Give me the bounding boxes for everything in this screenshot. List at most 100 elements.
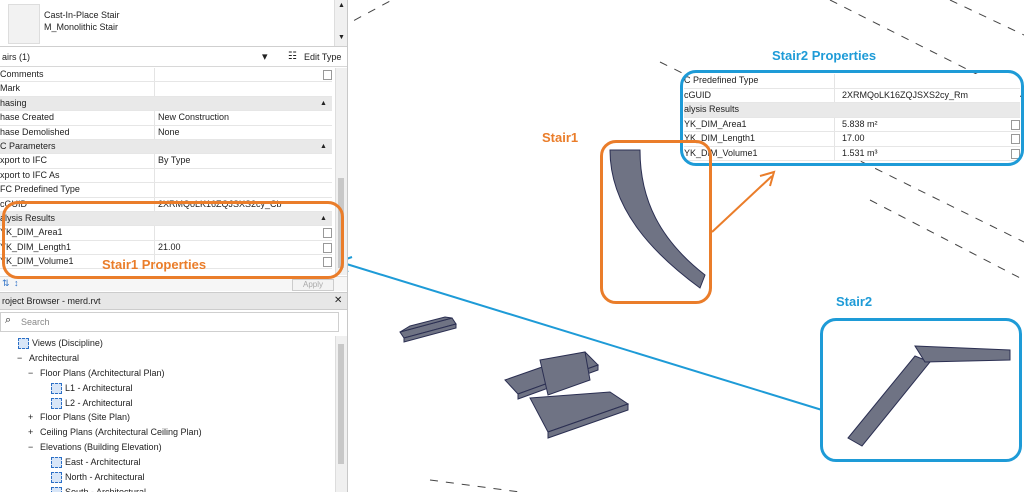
property-label: xport to IFC (0, 154, 155, 168)
scroll-down-icon[interactable]: ▼ (338, 34, 345, 41)
collapse-icon[interactable]: ▲ (320, 142, 327, 150)
expander-icon[interactable]: + (28, 412, 34, 423)
tree-item[interactable]: −Elevations (Building Elevation) (0, 440, 332, 455)
property-value[interactable]: 5.838 m² (842, 118, 878, 129)
arrow-stair1 (711, 170, 776, 233)
scroll-up-icon[interactable]: ▲ (338, 2, 345, 9)
property-row[interactable]: Mark (0, 82, 332, 97)
property-group[interactable]: alysis Results▲ (0, 211, 332, 227)
edit-type-button[interactable]: Edit Type (304, 52, 342, 62)
tree-item[interactable]: Views (Discipline) (0, 336, 332, 351)
tree-label: Floor Plans (Architectural Plan) (40, 367, 165, 378)
group-label: alysis Results (684, 104, 740, 114)
property-label: Mark (0, 82, 155, 96)
property-checkbox[interactable] (1011, 134, 1020, 144)
stair-2[interactable] (847, 345, 1011, 447)
collapse-icon[interactable]: ▲ (320, 99, 327, 107)
sort-icon[interactable]: ⇅ (2, 278, 10, 288)
expander-icon[interactable]: − (28, 367, 34, 378)
property-row[interactable]: YK_DIM_Area1 (0, 226, 332, 241)
tree-item[interactable]: East - Architectural (0, 455, 332, 470)
tree-item[interactable]: −Floor Plans (Architectural Plan) (0, 366, 332, 381)
search-input[interactable]: Search (21, 317, 50, 327)
expander-icon[interactable]: + (28, 427, 34, 438)
type-thumbnail (8, 4, 40, 44)
group-label: hasing (0, 97, 27, 108)
property-group[interactable]: C Parameters ▲ (0, 139, 332, 155)
property-value[interactable]: 21.00 (158, 241, 181, 252)
property-value[interactable]: 17.00 (842, 133, 865, 143)
help-icon[interactable]: ↕ (14, 278, 19, 288)
property-row[interactable]: FC Predefined Type (0, 183, 332, 198)
property-label: YK_DIM_Volume1 (684, 146, 835, 160)
property-checkbox[interactable] (1011, 119, 1020, 130)
type-scrollbar[interactable]: ▲ ▼ (334, 0, 347, 46)
property-value[interactable]: New Construction (158, 112, 230, 123)
instance-filter[interactable]: airs (1) ▾ ☷ Edit Type (0, 48, 347, 67)
collapse-icon[interactable]: ▲ (320, 214, 327, 222)
curved-stair-1[interactable] (609, 149, 706, 289)
apply-button[interactable]: Apply (292, 279, 334, 291)
stair2-properties-callout: Stair2 Properties (772, 48, 877, 63)
close-icon[interactable]: ✕ (334, 295, 343, 306)
stair1-callout: Stair1 (542, 130, 579, 145)
property-label: Comments (0, 68, 155, 82)
tree-item[interactable]: +Floor Plans (Site Plan) (0, 410, 332, 425)
group-label: C Parameters (0, 140, 56, 151)
stair2-callout: Stair2 (836, 294, 873, 309)
property-value[interactable]: None (158, 126, 180, 137)
tree-item[interactable]: North - Architectural (0, 470, 332, 485)
stair2-properties-highlight (680, 70, 1024, 166)
type-selector[interactable]: Cast-In-Place Stair M_Monolithic Stair ▲… (0, 0, 347, 47)
property-value[interactable]: By Type (158, 155, 191, 166)
view-icon (51, 382, 62, 394)
tree-item[interactable]: L1 - Architectural (0, 381, 332, 396)
tree-item[interactable]: +Ceiling Plans (Architectural Ceiling Pl… (0, 425, 332, 440)
expander-icon[interactable]: − (17, 352, 23, 363)
tree-label: Architectural (29, 352, 80, 363)
project-browser-header: roject Browser - merd.rvt ✕ (0, 292, 347, 310)
stair2-highlight (820, 318, 1022, 462)
tree-label: Views (Discipline) (32, 338, 103, 348)
tree-item[interactable]: −Architectural (0, 351, 332, 366)
property-checkbox[interactable] (323, 70, 332, 80)
tree-label: Elevations (Building Elevation) (40, 442, 162, 453)
property-group[interactable]: hasing ▲ (0, 96, 332, 112)
property-row[interactable]: YK_DIM_Volume1 (0, 255, 332, 270)
property-label: C Predefined Type (684, 74, 835, 88)
properties-panel: Cast-In-Place Stair M_Monolithic Stair ▲… (0, 0, 348, 492)
property-checkbox[interactable] (323, 257, 332, 268)
property-value[interactable]: 2XRMQoLK16ZQJSXS2cy_Rm (842, 89, 969, 100)
browser-scroll-thumb[interactable] (338, 344, 344, 464)
project-browser-title: roject Browser - merd.rvt (2, 296, 101, 306)
dropdown-icon[interactable]: ▾ (262, 51, 268, 63)
property-checkbox[interactable] (323, 242, 332, 253)
property-checkbox[interactable] (323, 228, 332, 239)
property-row[interactable]: Comments (0, 68, 332, 83)
property-row[interactable]: xport to IFC As (0, 168, 332, 184)
browser-search[interactable]: ⌕ Search (0, 312, 339, 332)
tree-item[interactable]: South - Architectural (0, 485, 332, 492)
stair1-properties-callout: Stair1 Properties (102, 257, 207, 272)
tree-item[interactable]: L2 - Architectural (0, 396, 332, 411)
property-label: hase Created (0, 111, 155, 125)
stair2-property-group[interactable]: alysis Results (684, 103, 1020, 118)
property-value[interactable]: 1.531 m³ (842, 147, 878, 158)
u-stair[interactable] (504, 351, 630, 439)
tree-label: L1 - Architectural (65, 382, 133, 393)
property-label: YK_DIM_Volume1 (0, 255, 155, 269)
tree-label: North - Architectural (65, 472, 145, 483)
small-stair[interactable] (399, 316, 457, 343)
filter-label: airs (1) (2, 52, 31, 62)
browser-scrollbar[interactable] (335, 336, 347, 492)
expander-icon[interactable]: − (28, 442, 34, 453)
stair2-property-row[interactable]: C Predefined Type (684, 74, 1020, 89)
